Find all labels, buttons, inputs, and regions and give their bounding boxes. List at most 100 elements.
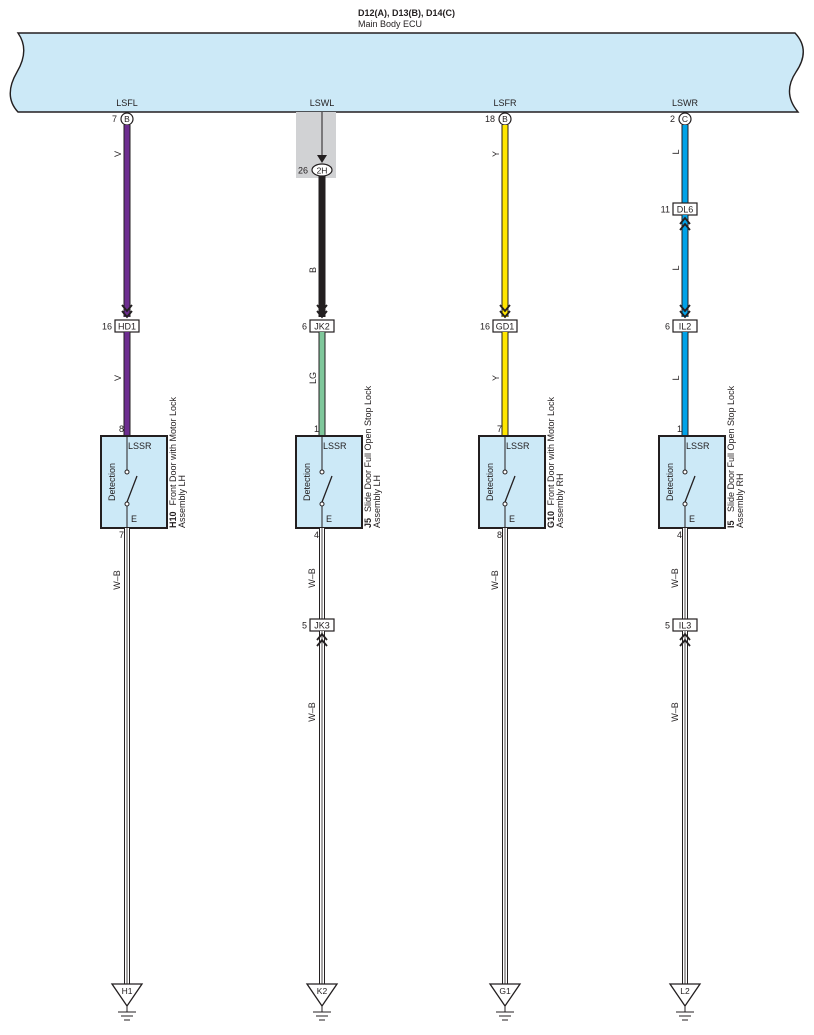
switch-h10[interactable]: 8 7 LSSR E Detection: [100, 424, 168, 540]
ecu-connector-letter: C: [682, 114, 688, 124]
inline-connector-il3[interactable]: IL3 5: [665, 618, 698, 632]
inline-connector-jk3[interactable]: JK3 5: [302, 618, 335, 632]
switch-in-pin: 1: [314, 424, 319, 434]
ecu-pin-number: 2: [670, 114, 675, 124]
switch-side-label: Detection: [302, 463, 312, 501]
switch-blade: [504, 475, 516, 503]
inline-connector-gd1-id: GD1: [496, 322, 515, 332]
ecu-connectors-label: D12(A), D13(B), D14(C): [358, 8, 455, 18]
ecu-terminal-name: LSWL: [310, 98, 335, 108]
junction-connector-id: 2H: [317, 166, 328, 176]
switch-out-pin: 8: [497, 530, 502, 540]
ground-wire-code: W–B: [490, 570, 500, 590]
part-id: I5: [726, 520, 736, 528]
part-id: G10: [546, 511, 556, 528]
ground-wire-code: W–B: [670, 568, 680, 588]
inline-connector-hd1-id: HD1: [118, 322, 136, 332]
switch-contact-bottom: [682, 501, 688, 507]
switch-contact-bottom: [319, 501, 325, 507]
mid-connector-down-chevron-1: [499, 310, 511, 319]
switch-in-pin: 7: [497, 424, 502, 434]
ecu-connector-letter: B: [124, 114, 130, 124]
part-name-line-2: Assembly LH: [372, 475, 382, 528]
mid-connector-down-chevron-2: [316, 304, 328, 313]
switch-out-pin: 7: [119, 530, 124, 540]
inline-connector-up-chevron-1: [679, 216, 691, 225]
part-id: J5: [363, 518, 373, 528]
switch-blade: [126, 475, 138, 503]
ground-id: L2: [680, 986, 690, 996]
ground-id: G1: [499, 986, 511, 996]
ground-wire-2-code: W–B: [307, 702, 317, 722]
inline-connector-jk2[interactable]: JK2 6: [302, 319, 335, 333]
inline-connector-jk3-id: JK3: [314, 621, 330, 631]
switch-bottom-label: E: [509, 514, 515, 524]
inline-connector-il3-pin: 5: [665, 621, 670, 631]
ground-connector-up-chevron-1: [316, 632, 328, 641]
wire-top-code: V: [113, 151, 123, 157]
switch-contact-top: [502, 469, 508, 475]
part-name-line-1: Front Door with Motor Lock: [546, 396, 556, 505]
main-body-ecu-box[interactable]: [9, 32, 804, 113]
inline-connector-il2[interactable]: IL2 6: [665, 319, 698, 333]
part-name-line-1: Slide Door Full Open Stop Lock: [726, 385, 736, 512]
inline-connector-il2-pin: 6: [665, 322, 670, 332]
switch-side-label: Detection: [107, 463, 117, 501]
wire-mid-code: V: [113, 375, 123, 381]
ground-triangle: [488, 983, 522, 1008]
inline-connector-jk2-id: JK2: [314, 322, 330, 332]
mid-connector-down-chevron-1: [679, 310, 691, 319]
ground-wire-2-code: W–B: [670, 702, 680, 722]
switch-top-label: LSSR: [686, 441, 710, 451]
ground-wire-code: W–B: [112, 570, 122, 590]
ground-point-k2[interactable]: K2: [305, 983, 339, 1021]
switch-bottom-label: E: [689, 514, 695, 524]
mid-connector-down-chevron-2: [679, 304, 691, 313]
switch-top-label: LSSR: [323, 441, 347, 451]
switch-blade: [321, 475, 333, 503]
mid-connector-down-chevron-2: [499, 304, 511, 313]
ground-id: K2: [317, 986, 328, 996]
ground-point-l2[interactable]: L2: [668, 983, 702, 1021]
ground-point-g1[interactable]: G1: [488, 983, 522, 1021]
ecu-connector-letter: B: [502, 114, 508, 124]
ecu-pin-number: 18: [485, 114, 495, 124]
ecu-pin-number: 7: [112, 114, 117, 124]
part-name-line-2: Assembly RH: [555, 473, 565, 528]
part-name-line-2: Assembly LH: [177, 475, 187, 528]
part-name-line-2: Assembly RH: [735, 473, 745, 528]
part-id: H10: [168, 511, 178, 528]
inline-connector-jk3-pin: 5: [302, 621, 307, 631]
ground-point-h1[interactable]: H1: [110, 983, 144, 1021]
ground-triangle: [305, 983, 339, 1008]
wire-top-2-code: L: [671, 265, 681, 270]
inline-connector-il2-id: IL2: [679, 322, 692, 332]
wire-top-code: Y: [491, 151, 501, 157]
switch-bottom-label: E: [326, 514, 332, 524]
mid-connector-down-chevron-2: [121, 304, 133, 313]
wire-mid-code: L: [671, 375, 681, 380]
inline-connector-il3-id: IL3: [679, 621, 692, 631]
switch-contact-top: [124, 469, 130, 475]
switch-contact-top: [319, 469, 325, 475]
wire-mid-code: Y: [491, 375, 501, 381]
switch-top-label: LSSR: [128, 441, 152, 451]
ecu-terminal-name: LSFL: [116, 98, 138, 108]
inline-connector-dl6-id: DL6: [677, 205, 694, 215]
inline-connector-jk2-pin: 6: [302, 322, 307, 332]
wire-top-code: L: [671, 149, 681, 154]
switch-in-pin: 8: [119, 424, 124, 434]
switch-bottom-label: E: [131, 514, 137, 524]
junction-pin: 26: [298, 166, 308, 176]
circuit-lswl: LSWL52H26BJK26LG14LSSREDetectionJ5Slide …: [295, 98, 382, 1021]
